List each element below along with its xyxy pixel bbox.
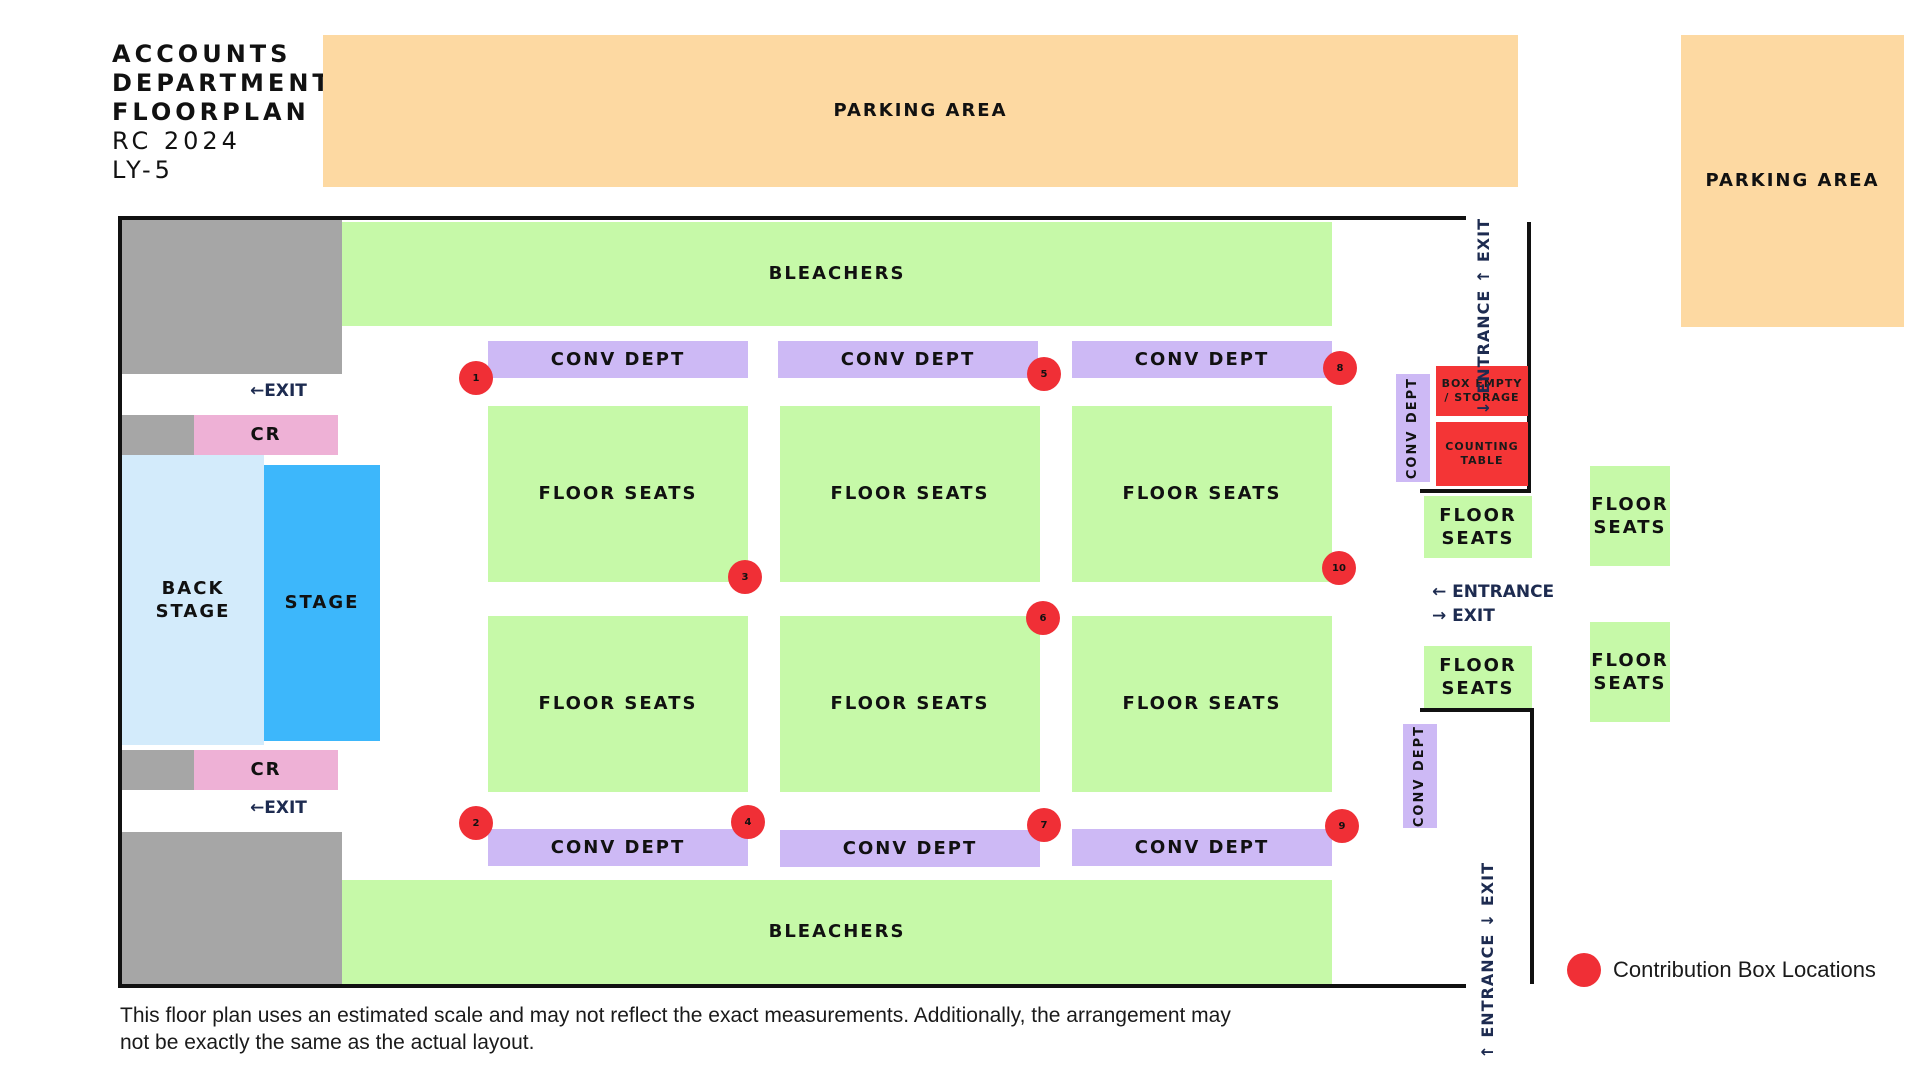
floor-seats-label: FLOOR SEATS bbox=[1122, 693, 1282, 715]
floor-seats-r1-c3: FLOOR SEATS bbox=[1072, 406, 1332, 582]
bleachers-bottom-label: BLEACHERS bbox=[768, 921, 906, 943]
conv-dept-bottom-3: CONV DEPT bbox=[1072, 829, 1332, 866]
floor-seats-right-inner-top: FLOOR SEATS bbox=[1424, 496, 1532, 558]
floor-seats-label: FLOOR SEATS bbox=[1439, 504, 1517, 549]
conv-dept-top-2: CONV DEPT bbox=[778, 341, 1038, 378]
footnote: This floor plan uses an estimated scale … bbox=[120, 1004, 1231, 1054]
wall-left bbox=[118, 216, 122, 988]
floor-seats-r2-c3: FLOOR SEATS bbox=[1072, 616, 1332, 792]
contribution-box-marker-7[interactable]: 7 bbox=[1027, 808, 1061, 842]
entrance-exit-bottom: ↑ ENTRANCE ↓ EXIT bbox=[1478, 862, 1497, 1059]
entrance-exit-top: ↓ ENTRANCE ↑ EXIT bbox=[1474, 218, 1493, 415]
exit-left-top: ←EXIT bbox=[250, 381, 307, 401]
floor-seats-right-outer-bottom: FLOOR SEATS bbox=[1590, 622, 1670, 722]
entrance-right-mid: ← ENTRANCE bbox=[1432, 582, 1555, 602]
counting-table-label: COUNTING TABLE bbox=[1445, 439, 1519, 467]
wall-right-upper bbox=[1527, 222, 1531, 492]
exit-right-mid: → EXIT bbox=[1432, 606, 1495, 626]
title-line-2: DEPARTMENT bbox=[112, 69, 333, 97]
floor-seats-label: FLOOR SEATS bbox=[538, 693, 698, 715]
parking-area-top-label: PARKING AREA bbox=[833, 100, 1008, 122]
floor-seats-label: FLOOR SEATS bbox=[830, 693, 990, 715]
exit-left-bottom: ←EXIT bbox=[250, 798, 307, 818]
conv-dept-label: CONV DEPT bbox=[550, 348, 686, 370]
floor-seats-r1-c2: FLOOR SEATS bbox=[780, 406, 1040, 582]
contribution-box-marker-3[interactable]: 3 bbox=[728, 560, 762, 594]
wall-top bbox=[118, 216, 1466, 220]
wall-right-upper-return bbox=[1420, 489, 1531, 493]
conv-dept-label: CONV DEPT bbox=[1404, 376, 1420, 480]
wall-bottom bbox=[118, 984, 1466, 988]
floor-seats-r2-c1: FLOOR SEATS bbox=[488, 616, 748, 792]
floor-seats-r1-c1: FLOOR SEATS bbox=[488, 406, 748, 582]
contribution-box-marker-10[interactable]: 10 bbox=[1322, 551, 1356, 585]
floor-seats-label: FLOOR SEATS bbox=[1439, 654, 1517, 699]
floor-seats-label: FLOOR SEATS bbox=[1122, 483, 1282, 505]
box-empty-storage-label: BOX EMPTY / STORAGE bbox=[1441, 376, 1523, 404]
floor-seats-label: FLOOR SEATS bbox=[830, 483, 990, 505]
conv-dept-label: CONV DEPT bbox=[550, 836, 686, 858]
conv-dept-label: CONV DEPT bbox=[1411, 724, 1427, 828]
back-stage: BACK STAGE bbox=[122, 455, 264, 745]
contribution-box-marker-6[interactable]: 6 bbox=[1026, 601, 1060, 635]
bleachers-bottom: BLEACHERS bbox=[342, 880, 1332, 984]
contribution-box-marker-9[interactable]: 9 bbox=[1325, 809, 1359, 843]
contribution-box-marker-8[interactable]: 8 bbox=[1323, 351, 1357, 385]
parking-area-top: PARKING AREA bbox=[323, 35, 1518, 187]
conv-dept-top-1: CONV DEPT bbox=[488, 341, 748, 378]
wall-right-lower bbox=[1530, 708, 1534, 984]
bleachers-top: BLEACHERS bbox=[342, 222, 1332, 326]
floor-seats-label: FLOOR SEATS bbox=[1591, 649, 1669, 694]
cr-top-utility bbox=[122, 415, 194, 455]
cr-bottom: CR bbox=[194, 750, 338, 790]
wall-right-lower-return bbox=[1420, 708, 1534, 712]
back-stage-label: BACK STAGE bbox=[155, 577, 231, 622]
contribution-box-marker-1[interactable]: 1 bbox=[459, 361, 493, 395]
cr-bottom-utility bbox=[122, 750, 194, 790]
stage: STAGE bbox=[264, 465, 380, 741]
conv-dept-bottom-1: CONV DEPT bbox=[488, 829, 748, 866]
conv-dept-right-upper: CONV DEPT bbox=[1396, 374, 1430, 482]
conv-dept-label: CONV DEPT bbox=[840, 348, 976, 370]
conv-dept-label: CONV DEPT bbox=[1134, 836, 1270, 858]
box-empty-storage: BOX EMPTY / STORAGE bbox=[1436, 366, 1528, 416]
conv-dept-right-lower: CONV DEPT bbox=[1403, 724, 1437, 828]
parking-area-right-label: PARKING AREA bbox=[1705, 170, 1880, 192]
cr-top-label: CR bbox=[250, 424, 282, 446]
conv-dept-label: CONV DEPT bbox=[1134, 348, 1270, 370]
parking-area-right: PARKING AREA bbox=[1681, 35, 1904, 327]
utility-room-bottom bbox=[122, 832, 342, 984]
cr-bottom-label: CR bbox=[250, 759, 282, 781]
subtitle-code: RC 2024 bbox=[112, 127, 241, 155]
legend-marker-icon bbox=[1567, 953, 1601, 987]
title-block: ACCOUNTS DEPARTMENT FLOORPLAN RC 2024 LY… bbox=[112, 40, 333, 185]
legend: Contribution Box Locations bbox=[1567, 953, 1876, 987]
contribution-box-marker-5[interactable]: 5 bbox=[1027, 357, 1061, 391]
utility-room-top bbox=[122, 220, 342, 374]
conv-dept-bottom-2: CONV DEPT bbox=[780, 830, 1040, 867]
title-line-1: ACCOUNTS bbox=[112, 40, 292, 68]
stage-label: STAGE bbox=[284, 592, 360, 614]
bleachers-top-label: BLEACHERS bbox=[768, 263, 906, 285]
contribution-box-marker-4[interactable]: 4 bbox=[731, 805, 765, 839]
counting-table: COUNTING TABLE bbox=[1436, 422, 1528, 486]
contribution-box-marker-2[interactable]: 2 bbox=[459, 806, 493, 840]
conv-dept-top-3: CONV DEPT bbox=[1072, 341, 1332, 378]
conv-dept-label: CONV DEPT bbox=[842, 837, 978, 859]
floor-seats-right-outer-top: FLOOR SEATS bbox=[1590, 466, 1670, 566]
subtitle-section: LY-5 bbox=[112, 156, 174, 184]
legend-label: Contribution Box Locations bbox=[1613, 957, 1876, 982]
floor-seats-label: FLOOR SEATS bbox=[1591, 493, 1669, 538]
title-line-3: FLOORPLAN bbox=[112, 98, 310, 126]
floor-seats-right-inner-bottom: FLOOR SEATS bbox=[1424, 646, 1532, 708]
cr-top: CR bbox=[194, 415, 338, 455]
floor-seats-label: FLOOR SEATS bbox=[538, 483, 698, 505]
floor-seats-r2-c2: FLOOR SEATS bbox=[780, 616, 1040, 792]
